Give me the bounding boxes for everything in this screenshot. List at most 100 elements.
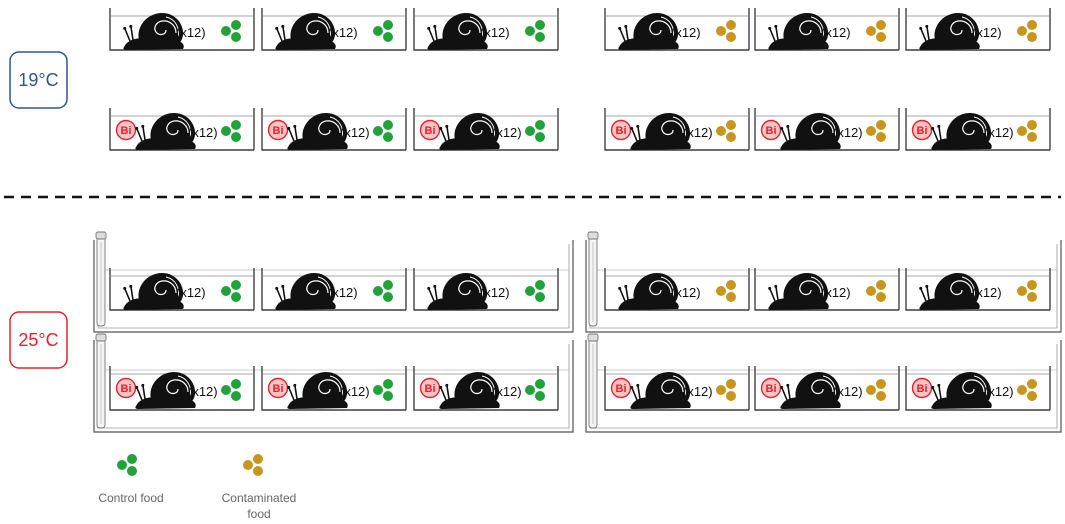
- tank: Bi (x12): [109, 366, 255, 411]
- tank: Bi(x12): [754, 366, 900, 411]
- snail-icon: [274, 12, 337, 51]
- snail-count: (x12): [833, 125, 863, 140]
- bismuth-badge-icon: Bi: [267, 119, 289, 141]
- tank: (x12): [754, 8, 900, 51]
- snail-count: (x12): [328, 285, 358, 300]
- bismuth-badge-icon: Bi: [419, 377, 441, 399]
- bi-label: Bi: [616, 383, 627, 395]
- snail-count: (x12): [984, 384, 1014, 399]
- aquarium-heater-icon: [95, 231, 107, 327]
- snail-icon: [426, 272, 489, 311]
- bismuth-badge-icon: Bi: [760, 119, 782, 141]
- temperature-value: 25°C: [18, 330, 58, 350]
- tank: (x12): [905, 8, 1051, 51]
- food-pellets-icon: [716, 379, 736, 401]
- snail-count: (x12): [821, 25, 851, 40]
- snail-count: (x12): [188, 125, 218, 140]
- snail-count: (x12): [492, 125, 522, 140]
- food-pellets-icon: [866, 120, 886, 142]
- bi-label: Bi: [121, 125, 132, 137]
- snail-icon: [286, 112, 349, 151]
- snail-count: (x12): [671, 285, 701, 300]
- snail-icon: [930, 112, 993, 151]
- food-pellets-icon: [221, 379, 241, 401]
- bismuth-badge-icon: Bi: [115, 377, 137, 399]
- snail-icon: [767, 12, 830, 51]
- snail-count: (x12): [671, 25, 701, 40]
- aquarium-heater-icon: [587, 231, 599, 327]
- bi-label: Bi: [273, 383, 284, 395]
- food-pellets-icon: [1017, 280, 1037, 302]
- food-pellets-icon: [373, 20, 393, 42]
- snail-count: (x12): [683, 125, 713, 140]
- food-pellets-icon: [716, 280, 736, 302]
- snail-count: (x12): [972, 285, 1002, 300]
- bismuth-badge-icon: Bi: [911, 119, 933, 141]
- bismuth-badge-icon: Bi: [911, 377, 933, 399]
- bi-label: Bi: [766, 125, 777, 137]
- tank: Bi (x12): [261, 366, 407, 411]
- tank: (x12): [261, 8, 407, 51]
- tank: (x12): [413, 8, 559, 51]
- temperature-label: 25°C: [9, 311, 68, 369]
- snail-icon: [629, 112, 692, 151]
- snail-count: (x12): [480, 285, 510, 300]
- snail-count: (x12): [972, 25, 1002, 40]
- tank: Bi (x12): [604, 366, 750, 411]
- tank: (x12): [109, 268, 255, 311]
- bi-label: Bi: [273, 125, 284, 137]
- snail-icon: [767, 272, 830, 311]
- food-pellets-icon: [373, 120, 393, 142]
- snail-count: (x12): [188, 384, 218, 399]
- food-pellets-icon: [866, 20, 886, 42]
- snail-icon: [438, 112, 501, 151]
- temperature-value: 19°C: [18, 70, 58, 90]
- aquarium-heater-icon: [95, 333, 107, 429]
- snail-icon: [918, 272, 981, 311]
- food-pellets-icon: [221, 120, 241, 142]
- food-pellets-icon: [373, 280, 393, 302]
- food-pellets-icon: [525, 280, 545, 302]
- snail-count: (x12): [833, 384, 863, 399]
- tank: (x12): [604, 268, 750, 311]
- bismuth-badge-icon: Bi: [610, 119, 632, 141]
- food-pellets-icon: [525, 20, 545, 42]
- snail-icon: [122, 272, 185, 311]
- snail-icon: [779, 371, 842, 410]
- snail-count: (x12): [683, 384, 713, 399]
- snail-icon: [930, 371, 993, 410]
- food-pellets-icon: [716, 120, 736, 142]
- tank: Bi (x12): [109, 108, 255, 151]
- snail-icon: [617, 12, 680, 51]
- food-pellets-icon: [1017, 20, 1037, 42]
- legend: Control food Contaminated food: [98, 454, 296, 521]
- bi-label: Bi: [917, 383, 928, 395]
- snail-icon: [426, 12, 489, 51]
- food-pellets-icon: [117, 454, 137, 476]
- tank: Bi (x12): [413, 108, 559, 151]
- bi-label: Bi: [425, 125, 436, 137]
- snail-count: (x12): [340, 384, 370, 399]
- tank: (x12): [261, 268, 407, 311]
- snail-count: (x12): [492, 384, 522, 399]
- legend-control-label: Control food: [98, 491, 163, 505]
- legend-contaminated-label-line2: food: [247, 507, 270, 521]
- legend-contaminated-label: Contaminated: [222, 491, 297, 505]
- bi-label: Bi: [121, 383, 132, 395]
- tank: (x12): [604, 8, 750, 51]
- bismuth-badge-icon: Bi: [267, 377, 289, 399]
- snail-icon: [629, 371, 692, 410]
- snail-count: (x12): [328, 25, 358, 40]
- snail-icon: [134, 371, 197, 410]
- snail-icon: [122, 12, 185, 51]
- snail-icon: [918, 12, 981, 51]
- food-pellets-icon: [373, 379, 393, 401]
- snail-icon: [286, 371, 349, 410]
- snail-icon: [134, 112, 197, 151]
- food-pellets-icon: [221, 20, 241, 42]
- food-pellets-icon: [1017, 379, 1037, 401]
- food-pellets-icon: [525, 379, 545, 401]
- snail-icon: [779, 112, 842, 151]
- food-pellets-icon: [243, 454, 263, 476]
